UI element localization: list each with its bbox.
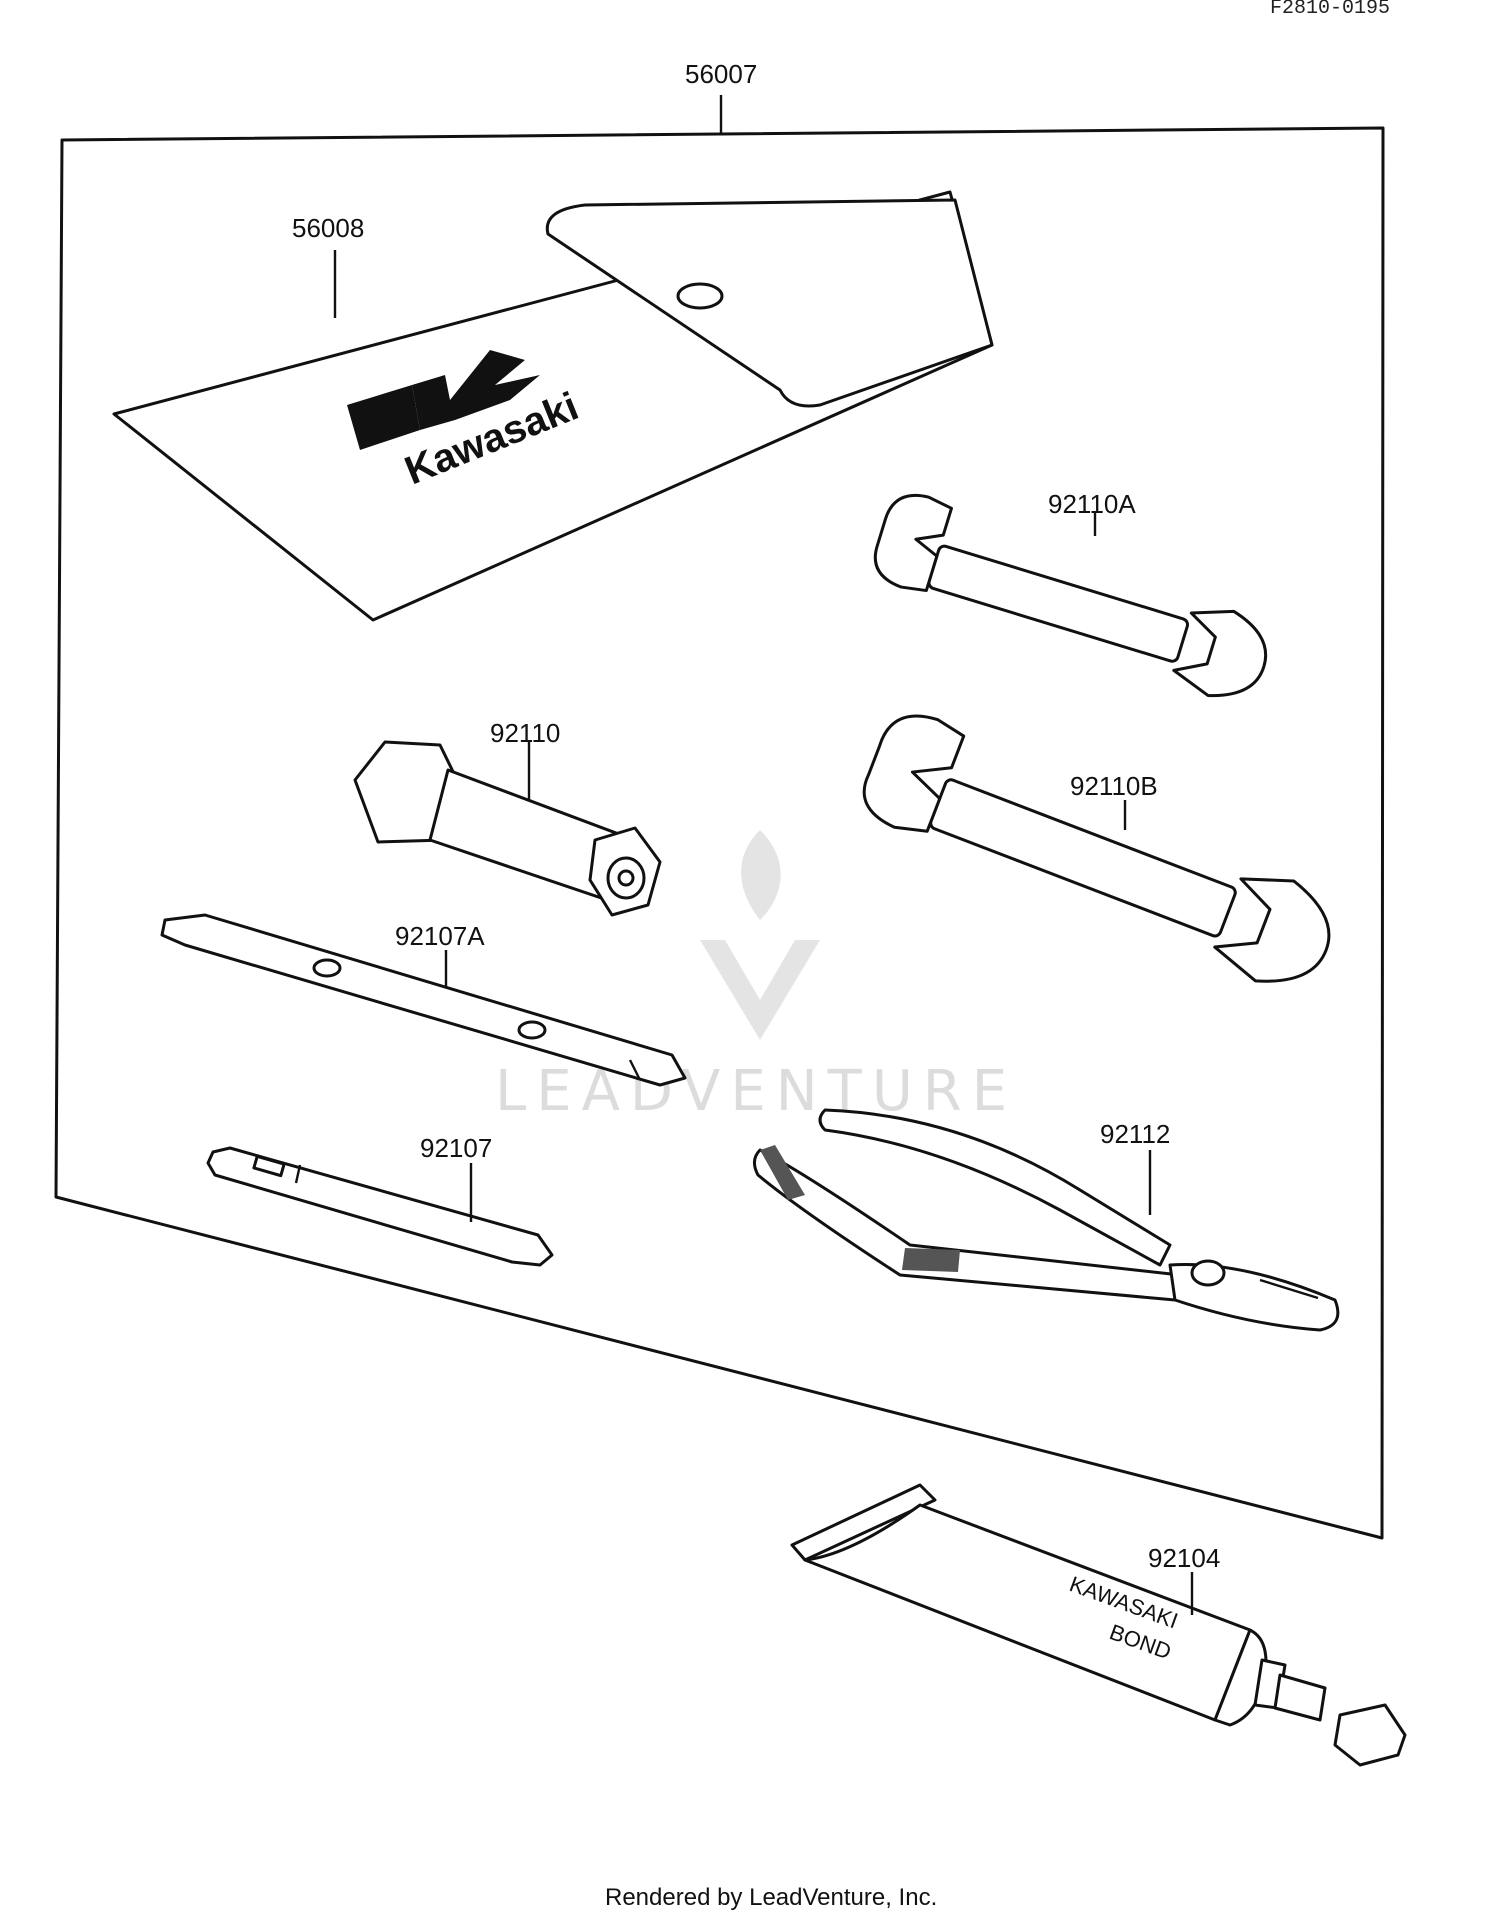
tool-kit-panel	[54, 126, 1385, 1540]
pliers-grip-texture	[760, 1145, 805, 1200]
footer-credit: Rendered by LeadVenture, Inc.	[605, 1884, 937, 1911]
callout-92110B[interactable]: 92110B	[1070, 771, 1158, 801]
pliers-92112	[753, 1108, 1340, 1332]
bond-tube-cap	[1333, 1703, 1407, 1767]
callout-56008[interactable]: 56008	[292, 213, 364, 243]
bag-snap-button	[676, 282, 724, 310]
bond-tube-92104: KAWASAKI BOND	[790, 1483, 1407, 1767]
callout-56007[interactable]: 56007	[685, 59, 757, 89]
callout-92104[interactable]: 92104	[1148, 1543, 1220, 1573]
watermark: LEADVENTURE	[495, 830, 1017, 1124]
screwdriver-92107A	[160, 913, 687, 1087]
screwdriver-92107	[206, 1146, 554, 1267]
callout-92107A[interactable]: 92107A	[395, 921, 485, 951]
watermark-v-icon	[700, 940, 820, 1040]
pliers-pivot	[1190, 1259, 1226, 1287]
diagram-code: F2810-0195	[1270, 0, 1390, 20]
tool-bag: Kawasaki	[112, 190, 994, 622]
callout-92110A[interactable]: 92110A	[1048, 489, 1136, 519]
callout-92110[interactable]: 92110	[490, 718, 560, 748]
socket-wrench-92110	[353, 740, 662, 917]
callout-92112[interactable]: 92112	[1100, 1119, 1170, 1149]
wrench-92110B	[862, 714, 1331, 983]
watermark-text: LEADVENTURE	[495, 1059, 1017, 1124]
watermark-flame-icon	[741, 830, 781, 920]
wrench-92110A	[873, 493, 1268, 697]
callout-92107[interactable]: 92107	[420, 1133, 492, 1163]
